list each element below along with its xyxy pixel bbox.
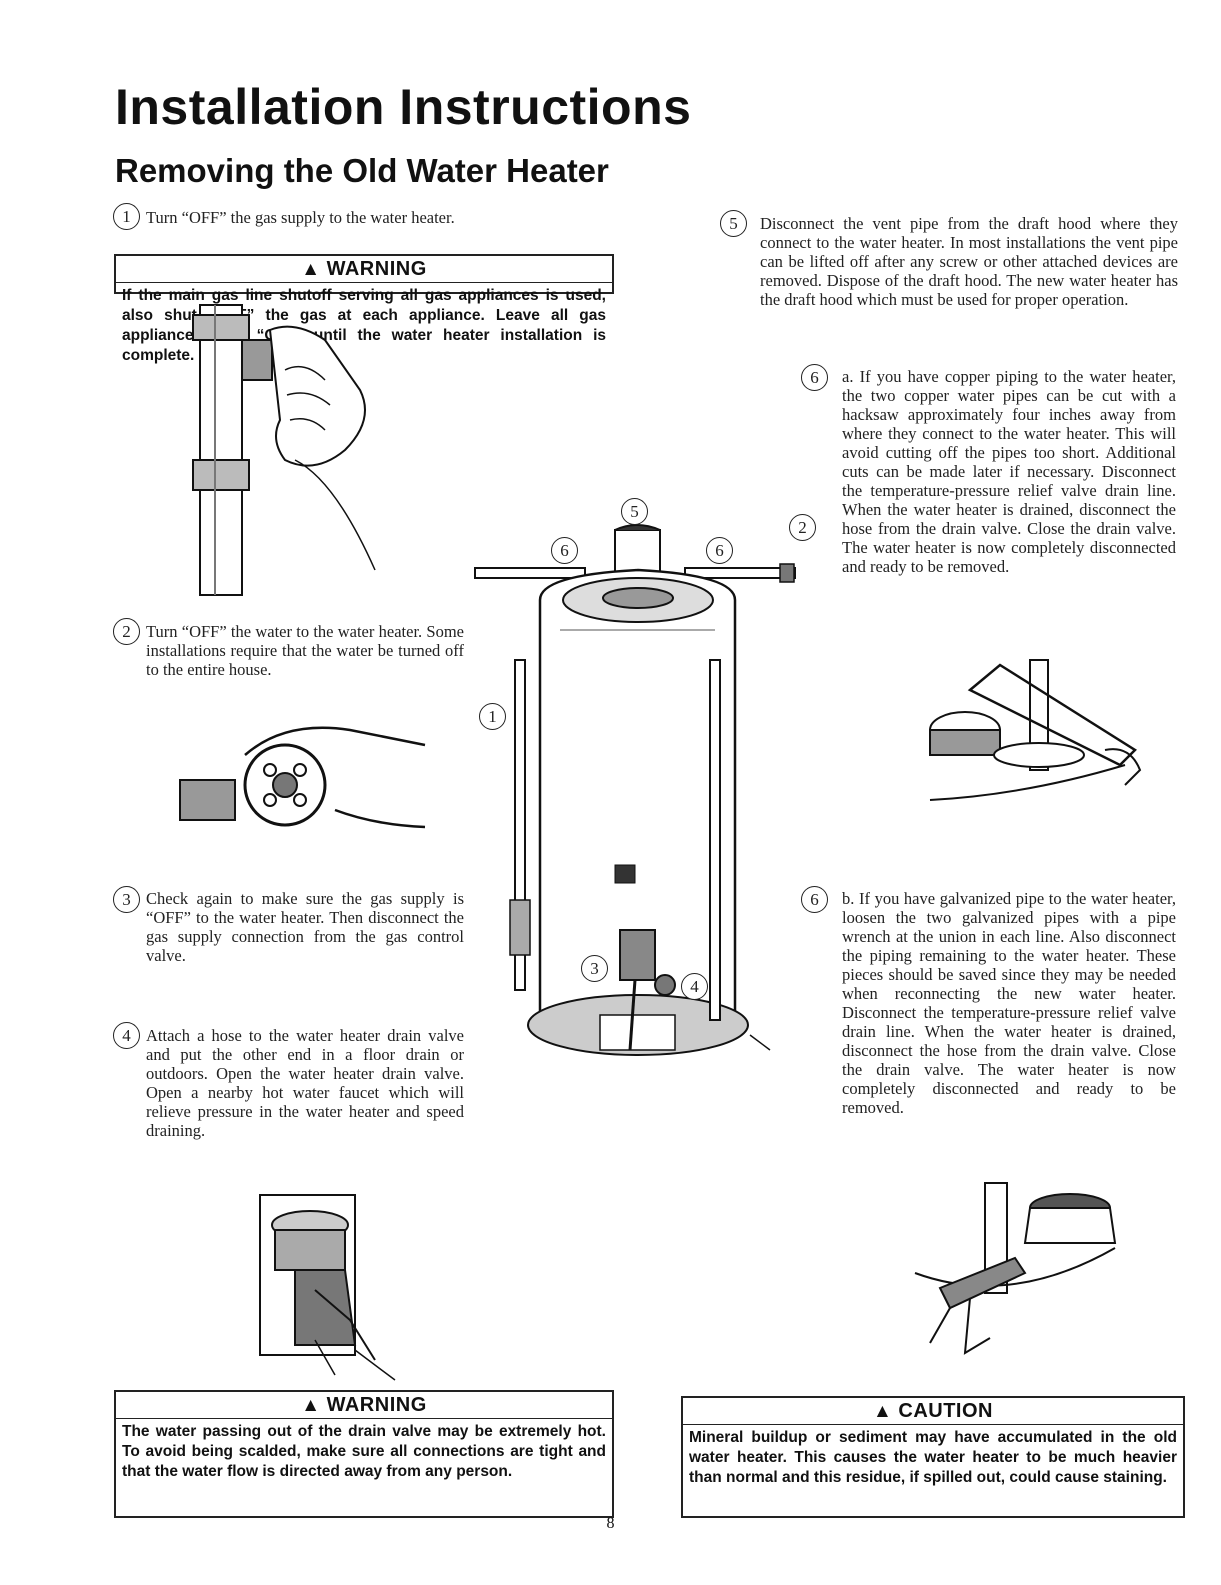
callout-6-left: 6: [551, 537, 578, 564]
pipe-wrench-illustration: [914, 1182, 1117, 1355]
step-3-text: Check again to make sure the gas supply …: [146, 889, 464, 965]
warning-label: WARNING: [326, 258, 427, 280]
caution-text: Mineral buildup or sediment may have acc…: [689, 1429, 1177, 1486]
caution-label: CAUTION: [898, 1400, 993, 1422]
gas-valve-illustration: [192, 304, 376, 596]
warning-label: WARNING: [326, 1394, 427, 1416]
page-number: 8: [606, 1515, 615, 1532]
step-2-number: 2: [113, 618, 140, 645]
water-shutoff-valve-illustration: [179, 726, 426, 829]
callout-1: 1: [479, 703, 506, 730]
hacksaw-pipe-illustration: [929, 659, 1142, 801]
warning-header: ▲ WARNING: [116, 256, 612, 283]
warning-header: ▲ WARNING: [116, 1392, 612, 1419]
callout-2: 2: [789, 514, 816, 541]
section-title: Removing the Old Water Heater: [115, 152, 609, 189]
step-6a-number: 6: [801, 364, 828, 391]
step-1-text: Turn “OFF” the gas supply to the water h…: [146, 208, 455, 227]
step-4-number: 4: [113, 1022, 140, 1049]
caution-triangle-icon: ▲: [873, 1401, 893, 1422]
page-title: Installation Instructions: [115, 79, 692, 135]
warning-box-gas: ▲ WARNING If the main gas line shutoff s…: [114, 254, 614, 364]
callout-5: 5: [621, 498, 648, 525]
drain-valve-hose-illustration: [259, 1194, 396, 1381]
step-5-number: 5: [720, 210, 747, 237]
step-1-number: 1: [113, 203, 140, 230]
caution-box-sediment: ▲ CAUTION Mineral buildup or sediment ma…: [681, 1396, 1185, 1518]
callout-3: 3: [581, 955, 608, 982]
step-4-text: Attach a hose to the water heater drain …: [146, 1026, 464, 1140]
callout-4: 4: [681, 973, 708, 1000]
step-5-text: Disconnect the vent pipe from the draft …: [760, 214, 1178, 309]
warning-text: The water passing out of the drain valve…: [122, 1423, 606, 1480]
step-6b-text: b. If you have galvanized pipe to the wa…: [842, 889, 1176, 1117]
caution-header: ▲ CAUTION: [683, 1398, 1183, 1425]
callout-6-right: 6: [706, 537, 733, 564]
water-heater-diagram: [474, 524, 796, 1056]
warning-triangle-icon: ▲: [301, 259, 321, 280]
warning-box-hot-water: ▲ WARNING The water passing out of the d…: [114, 1390, 614, 1518]
step-3-number: 3: [113, 886, 140, 913]
step-6b-number: 6: [801, 886, 828, 913]
step-2-text: Turn “OFF” the water to the water heater…: [146, 622, 464, 679]
step-6a-text: a. If you have copper piping to the wate…: [842, 367, 1176, 576]
warning-triangle-icon: ▲: [301, 1395, 321, 1416]
